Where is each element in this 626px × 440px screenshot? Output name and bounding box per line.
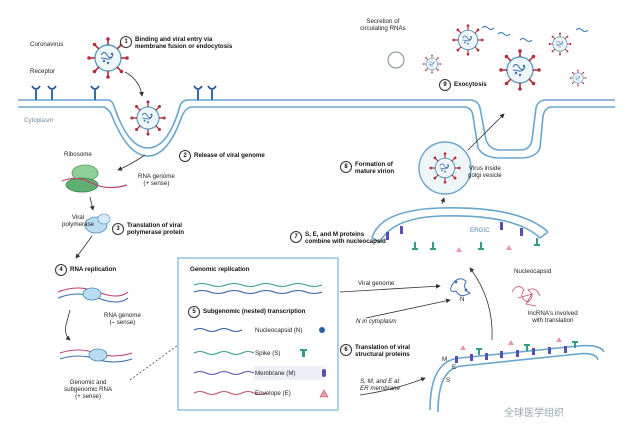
n-in-cytoplasm-label: N in cytoplasm [356, 318, 397, 325]
extracellular-vesicle [387, 51, 405, 69]
watermark-text: 全球医学组织 [504, 408, 564, 419]
exocytosed-virion-5 [569, 69, 587, 87]
e-marker-label: E [452, 364, 457, 371]
protein-envelope-label: Envelope (E) [255, 390, 291, 397]
membrane-symbol [322, 369, 326, 377]
step-7-label: S, E, and M proteins combine with nucleo… [305, 231, 386, 245]
spike-symbol [300, 349, 307, 357]
sme-er-label: S, M, and E at ER membrane [360, 378, 400, 392]
rna-genome-minus-label: RNA genome (– sense) [104, 312, 141, 326]
lncrna-label: lncRNA's involved with translation [528, 310, 578, 324]
er-membrane [429, 344, 605, 413]
rna-strand-plus [61, 177, 128, 189]
circulating-rna-squiggles [481, 26, 589, 42]
step-4-label: RNA replication [70, 266, 117, 273]
viral-genome-label: Viral genome [358, 280, 395, 287]
cell-membrane [18, 99, 615, 159]
protein-nucleocapsid-label: Nucleocapsid (N) [255, 327, 303, 334]
genomic-replication-strands [193, 282, 323, 295]
step-4-number: 4 [55, 264, 67, 276]
step-7-number: 7 [290, 231, 302, 243]
receptor-label: Receptor [30, 68, 56, 75]
n-marker-label: N [460, 296, 465, 303]
exocytosed-virion-4 [422, 54, 442, 74]
er-proteins [455, 337, 578, 363]
ergic-proteins [386, 222, 540, 252]
exocytosed-virion-3 [548, 32, 572, 56]
step-6-label: Translation of viral structural proteins [355, 344, 411, 358]
ergic-label: ERGIC [470, 227, 490, 234]
nucleocapsid-label: Nucleocapsid [514, 268, 552, 275]
ribosome-label: Ribosome [64, 151, 92, 158]
transcription-box [177, 257, 339, 411]
step-2-number: 2 [179, 150, 191, 162]
secretion-label: Secretion of circulating RNAs [360, 18, 406, 32]
m-marker-label: M [442, 356, 448, 363]
genomic-subgenomic-rna-label: Genomic and subgenomic RNA (+ sense) [64, 379, 113, 400]
s-marker-label: S [446, 377, 451, 384]
exocytosed-virion-1 [498, 48, 542, 92]
step-8-number: 8 [340, 161, 352, 173]
envelope-symbol [319, 389, 329, 398]
step-6-number: 6 [340, 344, 352, 356]
cytoplasm-label: Cytoplasm [24, 117, 54, 124]
viral-polymerase-label: Viral polymerase [62, 214, 94, 228]
rna-genome-plus-label: RNA genome (+ sense) [138, 173, 175, 187]
step-3-label: Translation of viral polymerase protein [127, 222, 185, 236]
receptors [31, 85, 217, 100]
protein-membrane-label: Membrane (M) [255, 370, 296, 377]
nucleocapsid-shape [450, 278, 472, 297]
lncrna-shape [511, 286, 541, 307]
exocytosed-virion-2 [451, 23, 485, 57]
endocytosed-virion [129, 99, 167, 137]
step-5-label: Subgenomic (nested) transcription [203, 308, 306, 315]
nucleocapsid-symbol [319, 327, 325, 333]
step-1-label: Binding and viral entry via membrane fus… [135, 36, 233, 50]
virus-golgi-label: Virus inside golgi vesicle [468, 165, 502, 179]
step-2-label: Release of viral genome [194, 152, 265, 159]
membrane-row-highlight [254, 366, 324, 380]
coronavirus-label: Coronavirus [30, 41, 64, 48]
step-1-number: 1 [120, 36, 132, 48]
viral-polymerase-shape [84, 213, 111, 234]
protein-spike-label: Spike (S) [255, 350, 281, 357]
genomic-replication-label: Genomic replication [190, 266, 250, 273]
ergic-compartment [371, 207, 549, 243]
step-8-label: Formation of mature virion [355, 161, 395, 175]
protein-rna-strands [193, 327, 267, 396]
step-9-number: 9 [439, 79, 451, 91]
step-5-number: 5 [188, 306, 200, 318]
step-3-number: 3 [112, 223, 124, 235]
step-9-label: Exocytosis [454, 81, 487, 88]
